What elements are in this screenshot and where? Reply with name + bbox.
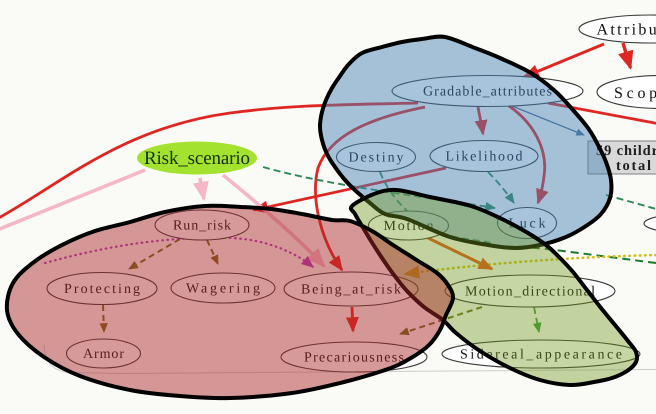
svg-text:Risk_scenario: Risk_scenario xyxy=(144,148,250,169)
svg-text:Attributes: Attributes xyxy=(597,22,656,39)
svg-text:Run_risk: Run_risk xyxy=(173,219,231,234)
svg-text:Precariousness: Precariousness xyxy=(304,351,404,366)
svg-text:Armor: Armor xyxy=(83,347,124,362)
svg-text:total: total xyxy=(616,158,651,174)
svg-text:Gradable_attributes: Gradable_attributes xyxy=(423,85,552,100)
svg-text:Likelihood: Likelihood xyxy=(446,150,523,165)
svg-text:Destiny: Destiny xyxy=(349,151,404,166)
svg-text:Motion_directional: Motion_directional xyxy=(465,285,595,300)
svg-text:59 children: 59 children xyxy=(596,143,656,159)
